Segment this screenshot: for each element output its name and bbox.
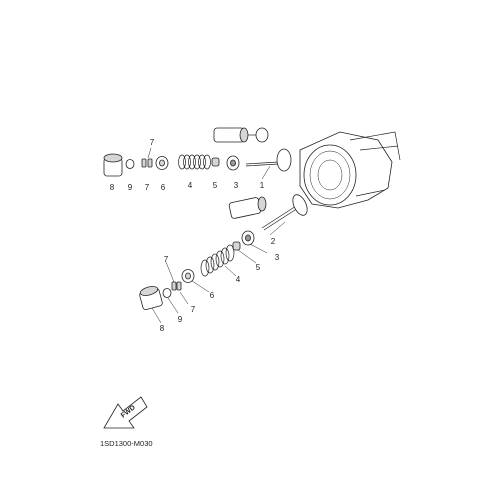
valve-guide-upper [213,127,269,143]
spring-retainer-lower [181,269,195,283]
callout-4-upper: 4 [188,181,193,190]
callout-7-lower-top: 7 [164,255,169,264]
callout-3-upper: 3 [234,181,239,190]
callout-7-lower: 7 [191,305,196,314]
intake-valve [245,148,292,172]
callouts: 8 9 7 7 6 4 5 3 1 2 3 5 4 6 7 7 9 8 [110,138,280,333]
spring-seat-lower [241,230,255,246]
callout-2: 2 [271,237,276,246]
callout-7-upper-top: 7 [150,138,155,147]
valve-stem-seal-upper [211,157,220,167]
callout-8-upper: 8 [110,183,115,192]
spring-retainer-upper [155,156,169,170]
fwd-arrow-icon: FWD [103,396,148,429]
cylinder-head [299,131,401,209]
callout-9-upper: 9 [128,183,133,192]
valve-pad-lower [162,288,172,298]
callout-4-lower: 4 [236,275,241,284]
valve-guide-lower [228,196,267,219]
valve-pad-upper [125,159,135,169]
callout-7-upper: 7 [145,183,150,192]
callout-8-lower: 8 [160,324,165,333]
valve-stem-seal-lower [232,241,241,251]
valve-cotter-lower [171,281,182,291]
valve-lifter-lower [139,286,163,311]
callout-1: 1 [260,181,265,190]
diagram-code: 1SD1300-M030 [100,439,153,448]
valve-spring-lower [200,244,235,277]
exhaust-valve [261,194,308,231]
valve-lifter-upper [103,153,123,177]
callout-3-lower: 3 [275,253,280,262]
valve-cotter-upper [141,158,153,168]
callout-5-upper: 5 [213,181,218,190]
callout-9-lower: 9 [178,315,183,324]
valve-spring-upper [178,154,211,170]
callout-5-lower: 5 [256,263,261,272]
callout-6-lower: 6 [210,291,215,300]
callout-6-upper: 6 [161,183,166,192]
leader-lines [147,147,286,324]
spring-seat-upper [226,155,240,171]
